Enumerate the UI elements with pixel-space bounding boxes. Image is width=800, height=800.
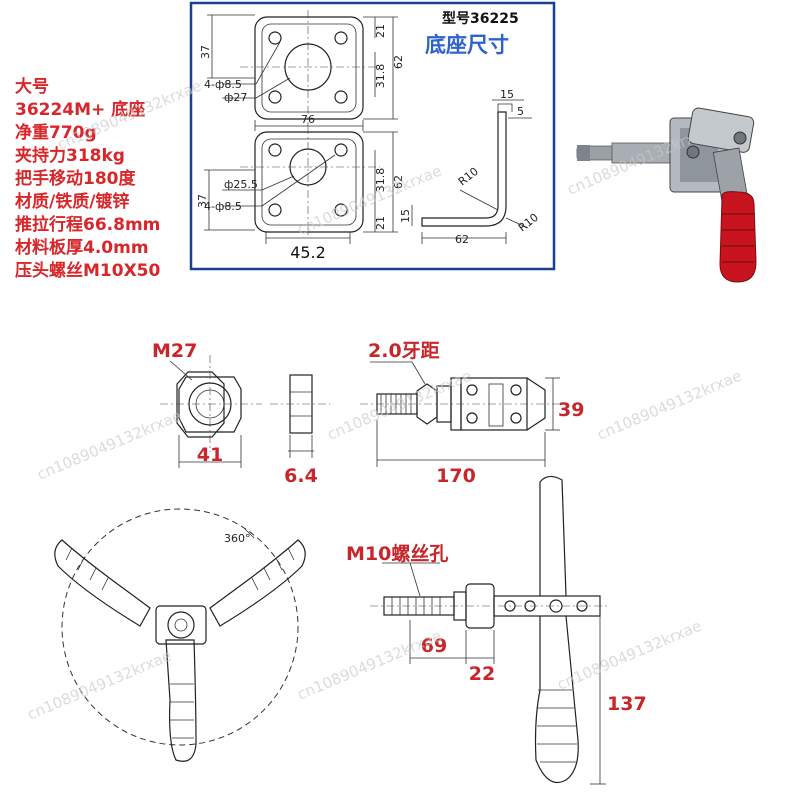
watermark-text: cn1089049132krxae: [35, 407, 185, 484]
dim-22: 22: [469, 663, 495, 685]
label-m10-hole: M10螺丝孔: [346, 542, 448, 565]
dim-62-side: 62: [455, 233, 469, 246]
watermark-text: cn1089049132krxae: [555, 617, 705, 694]
label-m27: M27: [152, 340, 197, 362]
base-box-frame: [189, 1, 556, 271]
spec-force: 夹持力318kg: [15, 146, 125, 166]
dim-62-top: 62: [392, 55, 405, 69]
dim-39: 39: [558, 399, 584, 421]
dim-5: 5: [517, 105, 524, 118]
dim-137: 137: [607, 693, 647, 715]
dim-6-4: 6.4: [284, 465, 318, 487]
nut-front-view: 41 M27: [152, 340, 262, 468]
dim-r10-inner: R10: [456, 165, 481, 189]
dim-bore-top: ф27: [224, 91, 247, 104]
base-plate-top: 37 21 31.8 62 4-ф8.5 ф27 76: [199, 10, 405, 131]
spec-screw: 压头螺丝M10X50: [15, 261, 161, 281]
watermark-text: cn1089049132krxae: [325, 367, 475, 444]
spec-list: 大号 36224M+ 底座 净重770g 夹持力318kg 把手移动180度 材…: [15, 76, 160, 283]
model-number: 型号36225: [442, 10, 519, 27]
dim-170: 170: [436, 465, 476, 487]
dim-37-top: 37: [199, 45, 212, 59]
base-plate-bottom: 37 31.8 21 62 ф25.5 4-ф8.5 45.2: [196, 126, 405, 262]
base-dimension-box: 37 21 31.8 62 4-ф8.5 ф27 76: [189, 1, 556, 271]
handle-left: [54, 539, 151, 627]
dim-holes-bottom: 4-ф8.5: [204, 200, 242, 213]
base-title: 底座尺寸: [425, 33, 509, 57]
watermark-text: cn1089049132krxae: [595, 367, 745, 444]
dim-holes-top: 4-ф8.5: [204, 78, 242, 91]
spec-size: 大号: [15, 77, 49, 97]
dim-r10-outer: R10: [516, 211, 541, 235]
spec-model: 36224M+ 底座: [15, 100, 146, 120]
spec-handle-angle: 把手移动180度: [15, 169, 136, 189]
dim-41: 41: [197, 444, 223, 466]
dim-15-side: 15: [399, 209, 412, 223]
spec-thickness: 材料板厚4.0mm: [15, 238, 149, 258]
dim-31-8-bottom: 31.8: [374, 168, 387, 193]
dim-45-2: 45.2: [290, 243, 326, 262]
watermark-text: cn1089049132krxae: [295, 627, 445, 704]
dim-21-top: 21: [374, 24, 387, 38]
dim-62-bottom: 62: [392, 175, 405, 189]
clamp-top-view: M10螺丝孔 69 22 137: [346, 475, 647, 785]
handle-right: [209, 539, 306, 627]
watermark-text: cn1089049132krxae: [55, 77, 205, 154]
product-photo: [576, 107, 757, 283]
dim-31-8-top: 31.8: [374, 64, 387, 89]
label-pitch: 2.0牙距: [368, 340, 440, 362]
dim-21-bottom: 21: [374, 216, 387, 230]
spec-stroke: 推拉行程66.8mm: [15, 215, 161, 235]
spec-weight: 净重770g: [15, 123, 97, 143]
base-side-profile: 15 5 R10 R10 15 62: [399, 88, 541, 246]
dim-bore-bottom: ф25.5: [224, 178, 258, 191]
dim-76: 76: [301, 113, 315, 126]
dim-37-bottom: 37: [196, 194, 209, 208]
spec-material: 材质/铁质/镀锌: [15, 192, 130, 212]
dim-69: 69: [421, 635, 447, 657]
watermark-text: cn1089049132krxae: [295, 162, 445, 239]
nut-side-view: 6.4: [270, 374, 330, 487]
watermark-text: cn1089049132krxae: [25, 647, 175, 724]
rotation-view: 360°: [54, 508, 306, 762]
clamp-side-view: 2.0牙距 39 170: [360, 340, 584, 487]
handle-down: [165, 639, 197, 762]
label-360: 360°: [224, 532, 251, 545]
dim-15-top: 15: [500, 88, 514, 101]
